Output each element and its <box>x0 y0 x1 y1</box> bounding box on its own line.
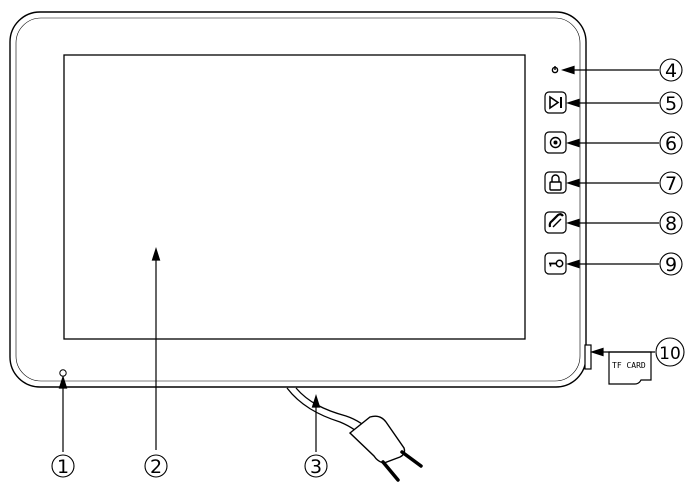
callout-4: 4 <box>659 58 683 82</box>
svg-text:6: 6 <box>665 133 677 155</box>
record-icon <box>549 136 562 149</box>
callout-5: 5 <box>659 91 683 115</box>
svg-text:2: 2 <box>150 456 162 478</box>
display-screen <box>63 54 526 340</box>
callout-3: 3 <box>304 454 328 478</box>
callout-1: 1 <box>51 454 75 478</box>
callout-9: 9 <box>659 252 683 276</box>
key-icon <box>549 259 564 268</box>
svg-text:8: 8 <box>665 213 677 235</box>
callout-7: 7 <box>659 171 683 195</box>
power-plug <box>348 415 423 482</box>
svg-text:5: 5 <box>665 93 677 115</box>
play-pause-icon <box>549 95 562 110</box>
handset-button[interactable] <box>544 211 567 234</box>
svg-text:4: 4 <box>665 60 677 82</box>
play-pause-button[interactable] <box>544 91 567 114</box>
callout-8: 8 <box>659 211 683 235</box>
key-button[interactable] <box>544 252 567 275</box>
lock-button[interactable] <box>544 171 567 194</box>
callout-6: 6 <box>659 131 683 155</box>
svg-text:3: 3 <box>310 456 322 478</box>
svg-text:9: 9 <box>665 254 677 276</box>
callout-2: 2 <box>144 454 168 478</box>
svg-text:1: 1 <box>57 456 69 478</box>
leader-lines <box>58 65 659 452</box>
callout-10: 10 <box>655 337 685 367</box>
handset-icon <box>548 213 564 228</box>
svg-text:10: 10 <box>659 344 681 364</box>
svg-text:7: 7 <box>665 173 677 195</box>
tf-card-slot[interactable] <box>584 344 592 370</box>
tf-card-label: TF CARD <box>612 361 646 370</box>
lock-icon <box>549 174 562 191</box>
power-icon[interactable] <box>551 66 559 74</box>
tf-card: TF CARD <box>608 351 652 385</box>
record-button[interactable] <box>544 131 567 154</box>
